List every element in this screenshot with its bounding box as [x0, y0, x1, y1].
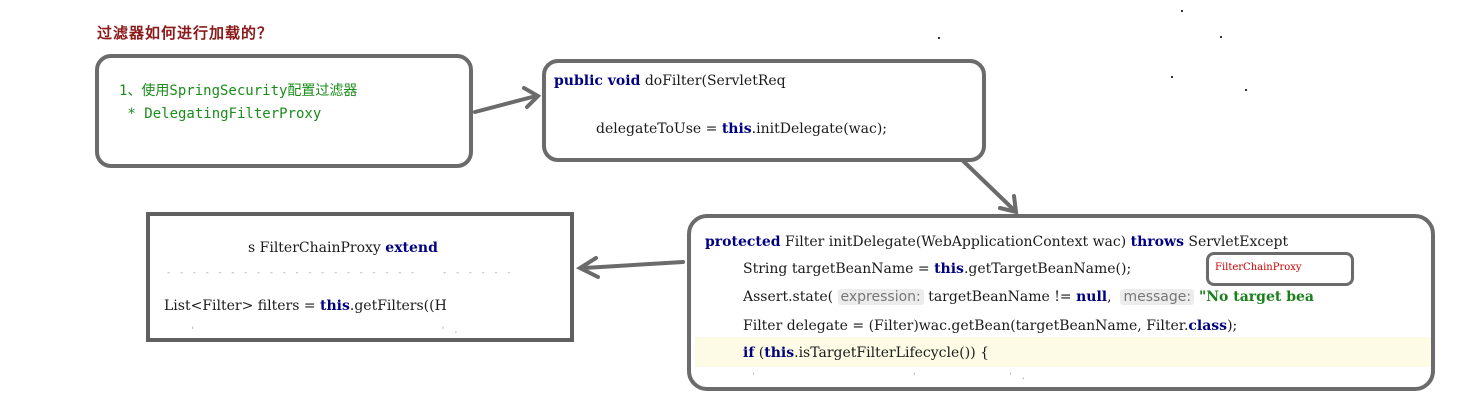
step1-text: 1、使用SpringSecurity配置过滤器: [119, 83, 358, 99]
keyword: protected: [705, 234, 781, 250]
stray-dot: [1245, 89, 1247, 91]
keyword: throws: [1130, 234, 1184, 250]
keyword: null: [1076, 289, 1108, 305]
stray-dot: [1171, 76, 1173, 78]
code-line-delegate: delegateToUse = this.initDelegate(wac);: [596, 121, 887, 137]
annotation-text: FilterChainProxy: [1215, 262, 1302, 273]
code-line-getbean: Filter delegate = (Filter)wac.getBean(ta…: [743, 318, 1237, 334]
step1-box: 1、使用SpringSecurity配置过滤器 * DelegatingFilt…: [95, 54, 473, 168]
keyword: extend: [385, 240, 438, 256]
filterchainproxy-code-box: s FilterChainProxy extend - - - - - - - …: [146, 212, 574, 342]
code-text: );: [1227, 318, 1238, 334]
filterchainproxy-annotation: FilterChainProxy: [1206, 252, 1354, 286]
code-text: doFilter(ServletReq: [640, 73, 786, 89]
stray-dot: [938, 37, 940, 39]
string-literal: "No target bea: [1194, 289, 1314, 305]
code-text: delegateToUse =: [596, 121, 722, 137]
param-hint-message: message:: [1120, 289, 1195, 305]
keyword: this: [721, 121, 752, 137]
arrow-box4-to-box3: [582, 260, 685, 270]
code-text: .getFilters((H: [349, 298, 447, 314]
arrow-head-box3: [575, 256, 600, 279]
code-text: targetBeanName !=: [923, 289, 1077, 305]
stray-dot: [1181, 10, 1183, 12]
page-title: 过滤器如何进行加载的？: [97, 24, 274, 42]
keyword: public void: [554, 73, 641, 89]
code-line-assert: Assert.state( expression: targetBeanName…: [743, 289, 1314, 305]
keyword: this: [320, 298, 350, 314]
keyword: if: [743, 345, 755, 361]
code-text: .initDelegate(wac);: [751, 121, 888, 137]
code-text: Filter initDelegate(WebApplicationContex…: [780, 234, 1131, 250]
faded-code-line: ' ' .: [190, 326, 460, 336]
code-text: ,: [1107, 289, 1121, 305]
code-text: String targetBeanName =: [743, 261, 935, 277]
code-line-dofilter: public void doFilter(ServletReq: [554, 73, 786, 89]
code-line-filters: List<Filter> filters = this.getFilters((…: [164, 298, 447, 314]
code-text: .isTargetFilterLifecycle()) {: [794, 345, 990, 361]
keyword: this: [934, 261, 964, 277]
step1-subtext: * DelegatingFilterProxy: [119, 106, 322, 122]
code-text: (: [754, 345, 765, 361]
arrow-head-box4: [998, 194, 1019, 215]
code-line-signature: protected Filter initDelegate(WebApplica…: [705, 234, 1288, 250]
code-text: .getTargetBeanName();: [963, 261, 1132, 277]
stray-dot: [1220, 36, 1222, 38]
keyword: class: [1188, 318, 1228, 334]
current-line-highlight: [695, 337, 1431, 367]
code-text: ServletExcept: [1183, 234, 1289, 250]
faded-code-line: - - - - - - - - - - - - - - - - - - - - …: [166, 268, 513, 278]
arrow-box1-to-box2: [473, 94, 538, 114]
faded-code-line: ' ' ' .: [751, 372, 1027, 382]
keyword: this: [764, 345, 795, 361]
code-text: List<Filter> filters =: [164, 298, 321, 314]
code-text: Filter delegate = (Filter)wac.getBean(ta…: [743, 318, 1189, 334]
code-line-if: if (this.isTargetFilterLifecycle()) {: [743, 345, 989, 361]
initdelegate-code-box: protected Filter initDelegate(WebApplica…: [687, 214, 1435, 391]
param-hint-expression: expression:: [837, 289, 924, 305]
code-text: Assert.state(: [743, 289, 838, 305]
code-line-targetbeanname: String targetBeanName = this.getTargetBe…: [743, 261, 1131, 277]
code-line-class: s FilterChainProxy extend: [248, 240, 438, 256]
arrow-head-box2: [522, 86, 542, 109]
code-text: s FilterChainProxy: [248, 240, 386, 256]
arrow-box2-to-box4: [956, 154, 1016, 212]
dofilter-code-box: public void doFilter(ServletReq delegate…: [542, 59, 986, 162]
